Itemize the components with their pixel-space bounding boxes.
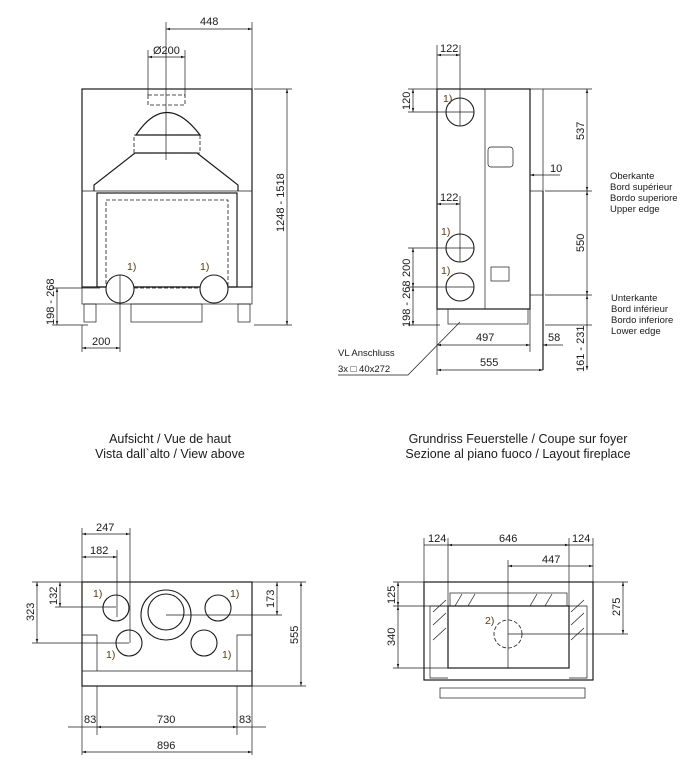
dim-center: 646	[499, 533, 517, 545]
ref-note: 1)	[441, 265, 450, 277]
ref-note: 1)	[127, 261, 136, 273]
dim-y-rear: 323	[25, 603, 37, 621]
connection-label: VL Anschluss	[338, 348, 395, 359]
side-view: 1) 1) 1) 122 120 122 200 198 - 268 537 5…	[338, 43, 678, 376]
dim-base-height: 198 - 268	[45, 279, 57, 325]
ref-note: 1)	[441, 226, 450, 238]
caption-layout-fireplace: Grundriss Feuerstelle / Coupe sur foyer	[409, 432, 628, 446]
flue-collar	[134, 111, 202, 136]
svg-text:Bordo inferiore: Bordo inferiore	[611, 315, 673, 326]
connection-spec: 3x □ 40x272	[338, 364, 390, 375]
dim-inner-x: 182	[90, 545, 108, 557]
dim-left: 124	[428, 533, 446, 545]
dim-right-y: 173	[265, 590, 277, 608]
dim-gap: 10	[550, 163, 562, 175]
upper-edge-label: Oberkante Bord supérieur Bordo superiore…	[610, 171, 678, 215]
caption-view-above: Aufsicht / Vue de haut	[109, 432, 231, 446]
dim-width-half: 448	[200, 16, 218, 28]
ref-note: 1)	[222, 649, 231, 661]
dim-lower: 161 - 231	[575, 326, 587, 372]
dim-total: 896	[157, 740, 175, 752]
dim-center: 730	[157, 714, 175, 726]
dim-inlet-offset: 200	[92, 336, 110, 348]
dim-depth-ext: 58	[548, 332, 560, 344]
dim-flue-diameter: Ø200	[153, 45, 180, 57]
caption-view-above: Vista dall`alto / View above	[95, 447, 245, 461]
dim-mid: 550	[575, 234, 587, 252]
ref-note: 1)	[106, 649, 115, 661]
ref-note: 1)	[200, 261, 209, 273]
front-view: 1) 1) 448 Ø200 1248 - 1518 198 - 268 200	[45, 16, 292, 352]
dim-upper: 537	[575, 122, 587, 140]
svg-text:Bordo superiore: Bordo superiore	[610, 193, 678, 204]
dim-mid-inlet-x: 122	[440, 192, 458, 204]
svg-text:Upper edge: Upper edge	[610, 204, 660, 215]
dim-base-height: 198 - 268	[401, 281, 413, 327]
dim-depth: 340	[386, 628, 398, 646]
dim-depth-inner: 497	[476, 332, 494, 344]
ref-note: 1)	[93, 588, 102, 600]
layout-view: 2) 124 646 124 447 125 340 275	[386, 533, 628, 699]
ref-note: 1)	[443, 93, 452, 105]
svg-text:Oberkante: Oberkante	[610, 171, 654, 182]
dim-top-inlet-x: 122	[440, 43, 458, 55]
svg-text:Unterkante: Unterkante	[611, 293, 657, 304]
svg-text:Lower edge: Lower edge	[611, 326, 661, 337]
lower-edge-label: Unterkante Bord inférieur Bordo inferior…	[611, 293, 673, 337]
air-inlet	[204, 594, 232, 622]
dim-y-front: 132	[48, 587, 60, 605]
dim-front: 125	[386, 586, 398, 604]
air-inlet	[102, 594, 130, 622]
dim-height: 1248 - 1518	[275, 173, 287, 232]
air-inlet	[199, 274, 229, 304]
air-inlet	[190, 629, 218, 657]
ref-note: 1)	[230, 588, 239, 600]
dim-right: 124	[572, 533, 590, 545]
dim-outer-x: 247	[96, 522, 114, 534]
top-view: 1) 1) 1) 1) 247 182 132 323 173 555 83 7…	[25, 522, 306, 755]
svg-text:Bord inférieur: Bord inférieur	[611, 304, 668, 315]
svg-text:Bord supérieur: Bord supérieur	[610, 182, 672, 193]
caption-layout-fireplace: Sezione al piano fuoco / Layout fireplac…	[405, 447, 630, 461]
dim-depth: 555	[289, 626, 301, 644]
ref-note: 2)	[485, 615, 494, 627]
dim-top-inlet-y: 120	[401, 92, 413, 110]
dim-depth-total: 555	[480, 357, 498, 369]
dim-side-left: 83	[84, 714, 96, 726]
dim-inlet-spacing: 200	[401, 259, 413, 277]
dim-offset: 447	[542, 554, 560, 566]
dim-side-right: 83	[239, 714, 251, 726]
dim-flue-y: 275	[611, 598, 623, 616]
